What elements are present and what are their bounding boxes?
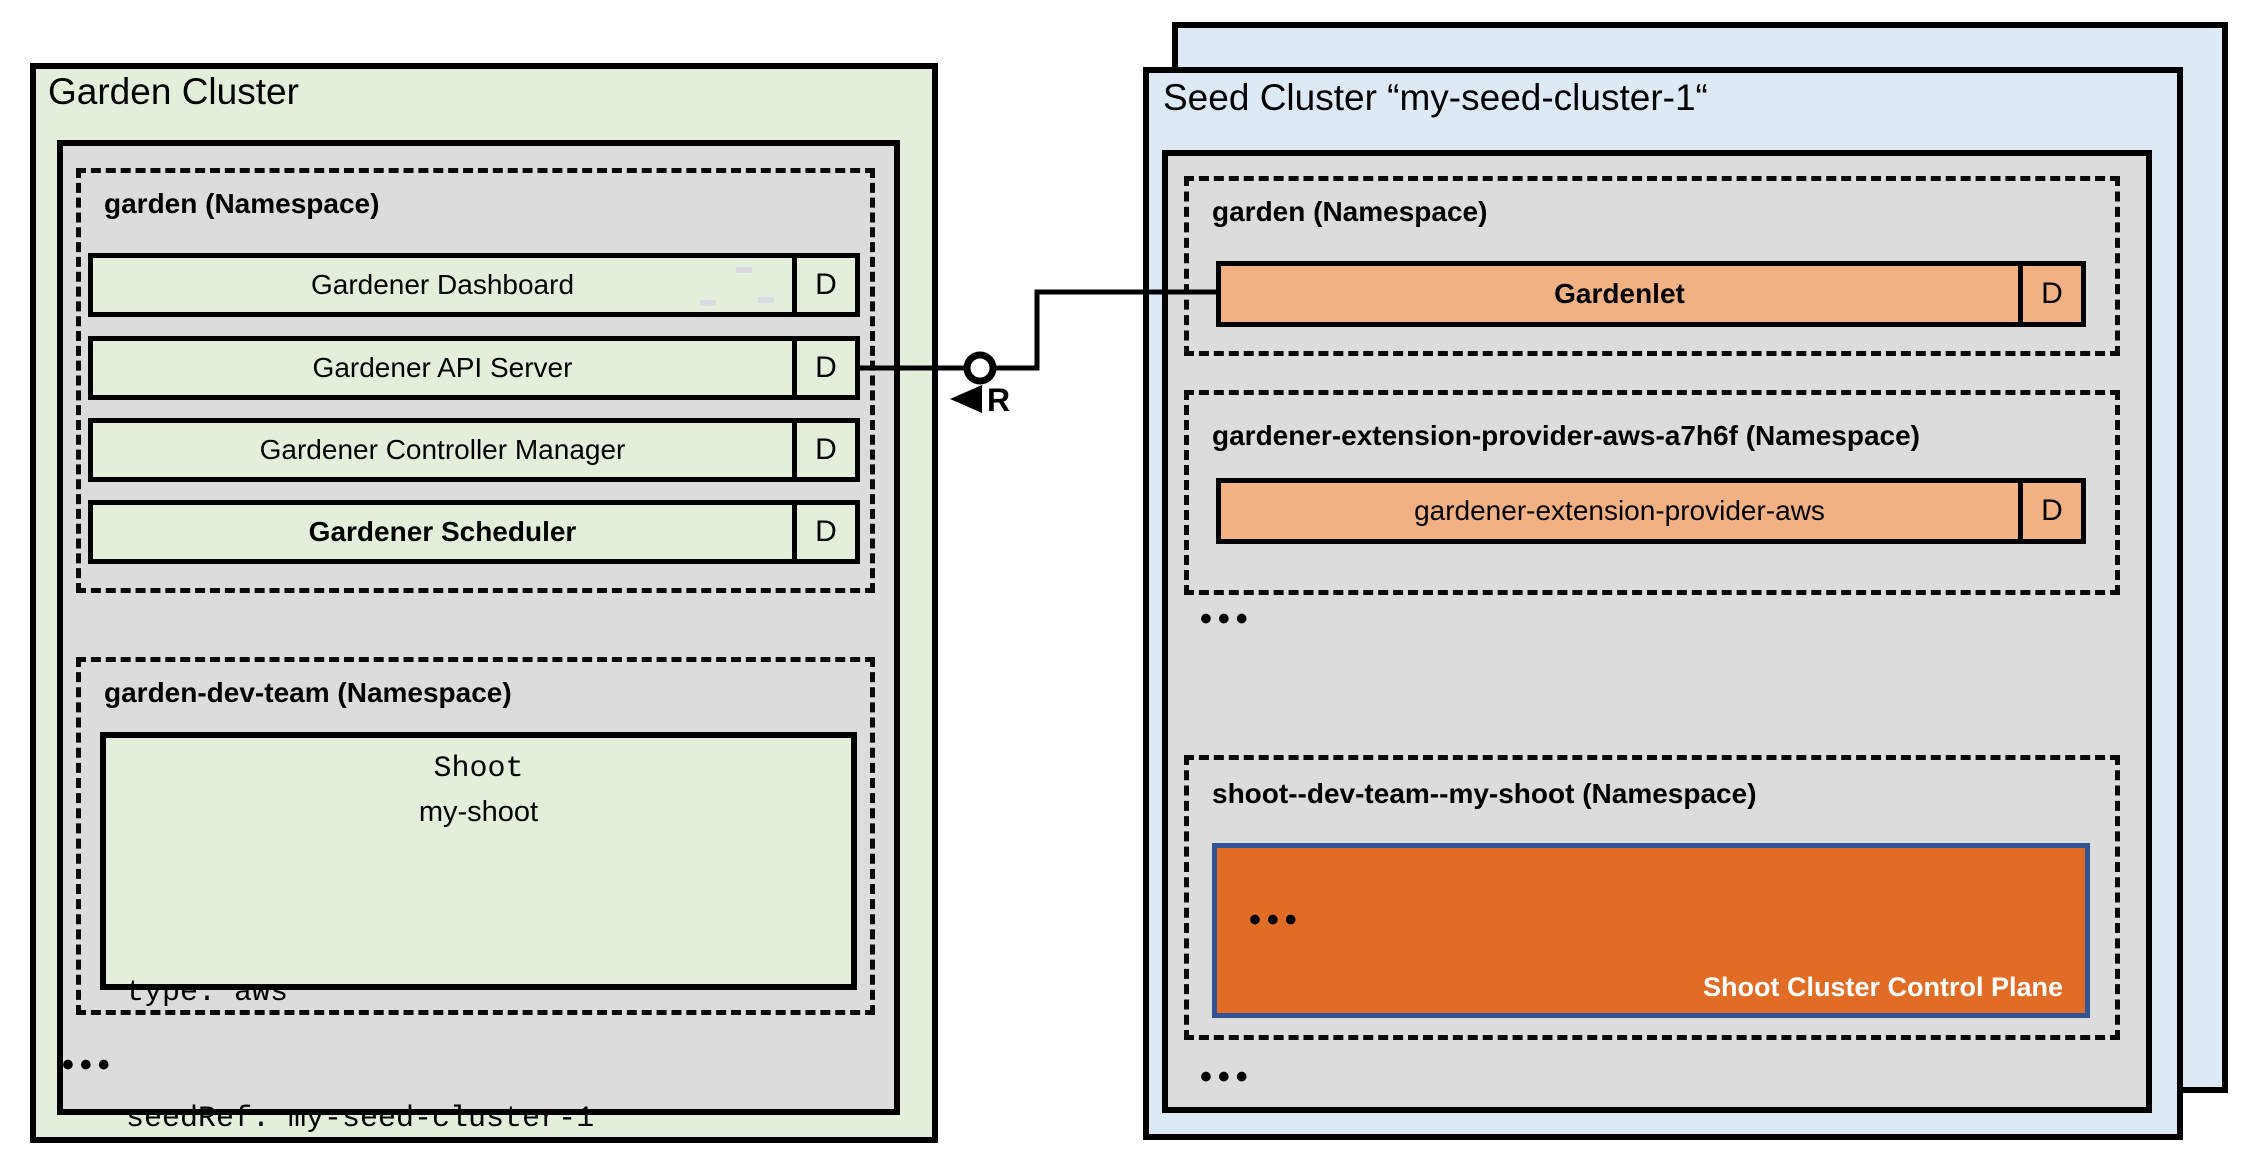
deployment-badge: D [2018, 483, 2081, 539]
shoot-namespace-box [1184, 755, 2120, 1040]
shoot-namespace-title: shoot--dev-team--my-shoot (Namespace) [1212, 778, 1757, 809]
component-label: Gardenlet [1554, 278, 1685, 309]
shoot-spec-seedref: seedRef: my-seed-cluster-1 [126, 1102, 595, 1136]
faint-artifact-mark [700, 300, 716, 306]
component-label: Gardener Scheduler [308, 516, 577, 547]
shoot-kind: Shoot [433, 752, 524, 786]
seed-garden-namespace-box [1184, 176, 2120, 356]
shoot-resource-card: Shoot my-shoot type: aws seedRef: my-see… [100, 732, 857, 1136]
component-label: Gardener API Server [312, 352, 573, 383]
deployment-badge: D [792, 423, 855, 477]
deployment-badge: D [792, 341, 855, 395]
component-gardener-scheduler: Gardener Scheduler D [88, 500, 860, 564]
garden-namespace-title: garden (Namespace) [104, 188, 380, 219]
shoot-spec: type: aws seedRef: my-seed-cluster-1 [126, 888, 594, 1174]
shoot-cluster-control-plane-box: ••• Shoot Cluster Control Plane [1212, 843, 2090, 1018]
seed-cluster-ellipsis-bottom: ••• [1200, 1058, 1254, 1096]
seed-cluster-ellipsis-top: ••• [1200, 600, 1254, 638]
shoot-spec-type: type: aws [126, 976, 289, 1010]
seed-garden-namespace-title: garden (Namespace) [1212, 196, 1488, 227]
deployment-badge: D [792, 505, 855, 559]
component-label: Gardener Controller Manager [259, 434, 626, 465]
control-plane-label: Shoot Cluster Control Plane [1702, 972, 2063, 1002]
extension-provider-namespace-title: gardener-extension-provider-aws-a7h6f (N… [1212, 420, 1920, 451]
seed-cluster-title: Seed Cluster “my-seed-cluster-1“ [1163, 77, 1708, 118]
control-plane-ellipsis: ••• [1249, 901, 1303, 939]
component-gardenlet: Gardenlet D [1216, 261, 2086, 327]
component-label: gardener-extension-provider-aws [1414, 495, 1825, 526]
garden-dev-team-namespace-title: garden-dev-team (Namespace) [104, 677, 512, 708]
deployment-badge: D [2018, 266, 2081, 322]
deployment-badge: D [792, 258, 855, 312]
component-gardener-api-server: Gardener API Server D [88, 336, 860, 400]
garden-namespace-box [76, 168, 875, 593]
connector-socket-circle [963, 351, 997, 385]
extension-provider-namespace-box [1184, 390, 2120, 595]
component-label: Gardener Dashboard [310, 269, 575, 300]
faint-artifact-mark [736, 267, 752, 273]
component-gardener-controller-manager: Gardener Controller Manager D [88, 418, 860, 482]
garden-cluster-ellipsis: ••• [62, 1046, 116, 1084]
faint-artifact-mark [758, 297, 774, 303]
garden-dev-team-namespace-box [76, 657, 875, 1015]
component-gardener-extension-provider-aws: gardener-extension-provider-aws D [1216, 478, 2086, 544]
reconcile-label: R [987, 382, 1010, 418]
garden-cluster-title: Garden Cluster [48, 71, 299, 112]
component-gardener-dashboard: Gardener Dashboard D [88, 253, 860, 317]
shoot-name: my-shoot [418, 796, 539, 828]
reconcile-arrow-left-icon [950, 385, 982, 413]
